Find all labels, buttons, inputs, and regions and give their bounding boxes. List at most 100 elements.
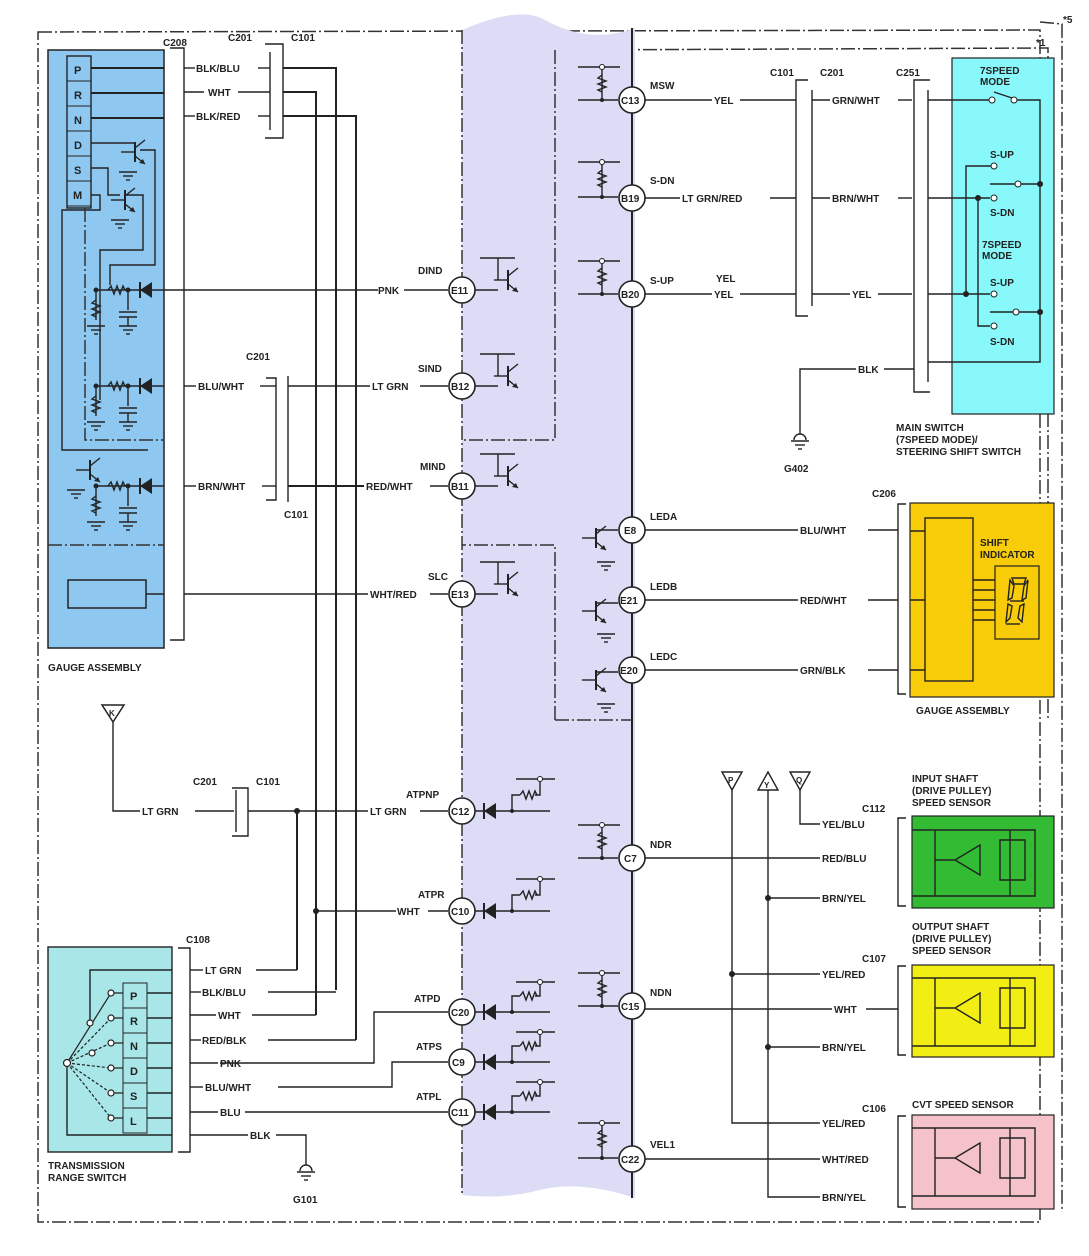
connector-c201-k: C201 [193,777,217,788]
signal-ndn: NDN [650,988,672,999]
wire-yel-blu: YEL/BLU [822,820,865,831]
svg-text:E11: E11 [451,286,469,297]
connector-c206: C206 [872,489,896,500]
svg-text:S: S [130,1091,137,1103]
svg-text:(DRIVE PULLEY): (DRIVE PULLEY) [912,786,991,797]
svg-text:E13: E13 [451,590,469,601]
svg-text:D: D [130,1066,138,1078]
ground-g402-label: G402 [784,464,809,475]
wire-blk-c108: BLK [250,1131,271,1142]
svg-text:C9: C9 [452,1058,465,1069]
svg-text:C12: C12 [451,807,470,818]
wire-blu-wht-c108: BLU/WHT [205,1083,251,1094]
svg-text:K: K [109,709,115,718]
connector-c106: C106 [862,1104,886,1115]
ecm-diode-inputs [475,776,555,1121]
wire-wht-red-vel1: WHT/RED [822,1155,869,1166]
main-switch-box [951,57,1055,415]
svg-text:N: N [130,1041,138,1053]
wire-red-wht-mind: RED/WHT [366,482,413,493]
svg-text:R: R [130,1016,138,1028]
connector-c201-right: C201 [820,68,844,79]
wire-wht-red-slc: WHT/RED [370,590,417,601]
connector-c201-mid: C201 [246,352,270,363]
svg-text:RANGE SWITCH: RANGE SWITCH [48,1173,126,1184]
svg-text:B20: B20 [621,290,640,301]
shift-indicator-title: SHIFT [980,538,1009,549]
wire-brn-yel-1: BRN/YEL [822,894,866,905]
wire-wht-atpr: WHT [397,907,420,918]
svg-text:E20: E20 [620,666,638,677]
gauge-assembly-left [47,49,165,649]
ground-g101-label: G101 [293,1195,318,1206]
svg-text:CVT SPEED SENSOR: CVT SPEED SENSOR [912,1100,1014,1111]
wire-brn-wht-gauge: BRN/WHT [198,482,245,493]
svg-text:(7SPEED MODE)/: (7SPEED MODE)/ [896,435,978,446]
wire-red-wht-ledb: RED/WHT [800,596,847,607]
svg-text:B12: B12 [451,382,470,393]
wire-pnk-c108: PNK [220,1059,242,1070]
junction-q [788,771,812,792]
svg-text:C22: C22 [621,1155,640,1166]
signal-atps: ATPS [416,1042,442,1053]
junction-p [720,771,744,792]
svg-text:C20: C20 [451,1008,470,1019]
range-switch-contacts [66,992,123,1119]
ground-g101-icon [296,1171,316,1181]
signal-atpl: ATPL [416,1092,441,1103]
pos-D: D [74,140,82,152]
svg-text:C15: C15 [621,1002,640,1013]
svg-text:B19: B19 [621,194,640,205]
svg-text:MODE: MODE [982,251,1012,262]
connector-c251: C251 [896,68,920,79]
wire-lt-grn-c108: LT GRN [205,966,241,977]
ecm-driver-transistors [475,257,519,597]
svg-text:C13: C13 [621,96,640,107]
connector-c201-top: C201 [228,33,252,44]
wire-grn-wht: GRN/WHT [832,96,880,107]
connector-c107: C107 [862,954,886,965]
main-switch-internals: 7SPEED MODE S-UP S-DN 7SPEED MODE S-UP S… [928,66,1043,363]
connector-c101-mid: C101 [284,510,308,521]
svg-text:P: P [728,776,734,785]
svg-text:S-DN: S-DN [990,337,1014,348]
pin-c15[interactable] [618,992,646,1020]
wire-blk-g402: BLK [858,365,879,376]
indicator-circuit-2 [86,377,164,431]
signal-vel1: VEL1 [650,1140,675,1151]
wire-brn-yel-3: BRN/YEL [822,1193,866,1204]
sensor-output-shaft: OUTPUT SHAFT (DRIVE PULLEY) SPEED SENSOR… [822,922,1055,1058]
signal-ndr: NDR [650,840,672,851]
connector-c101-k: C101 [256,777,280,788]
signal-atpd: ATPD [414,994,440,1005]
svg-text:L: L [130,1116,137,1128]
indicator-circuit-3 [66,457,164,531]
wire-yel-sup-2: YEL [714,290,733,301]
svg-text:C11: C11 [451,1108,469,1119]
signal-msw: MSW [650,81,675,92]
signal-ledb: LEDB [650,582,677,593]
seven-segment-icon [1005,577,1029,625]
connector-c101-top: C101 [291,33,315,44]
pos-S: S [74,165,81,177]
note-1: *1 [1036,38,1046,49]
pos-N: N [74,115,82,127]
svg-text:7SPEED: 7SPEED [982,240,1021,251]
pos-P: P [74,65,81,77]
outer-border [37,29,1041,1223]
svg-text:S-DN: S-DN [990,208,1014,219]
svg-text:C7: C7 [624,854,637,865]
signal-atpnp: ATPNP [406,790,439,801]
connector-c208 [170,47,185,641]
svg-text:7SPEED: 7SPEED [980,66,1019,77]
ecm-pullup-circuits [578,64,620,1160]
note-5: *5 [1063,15,1073,26]
svg-text:OUTPUT SHAFT: OUTPUT SHAFT [912,922,989,933]
signal-slc: SLC [428,572,448,583]
gear-position-labels: P R N D S M [66,55,92,207]
pos-M: M [73,190,82,202]
wire-grn-blk-ledc: GRN/BLK [800,666,846,677]
svg-text:P: P [130,991,137,1003]
indicator-circuit-1 [86,281,164,335]
